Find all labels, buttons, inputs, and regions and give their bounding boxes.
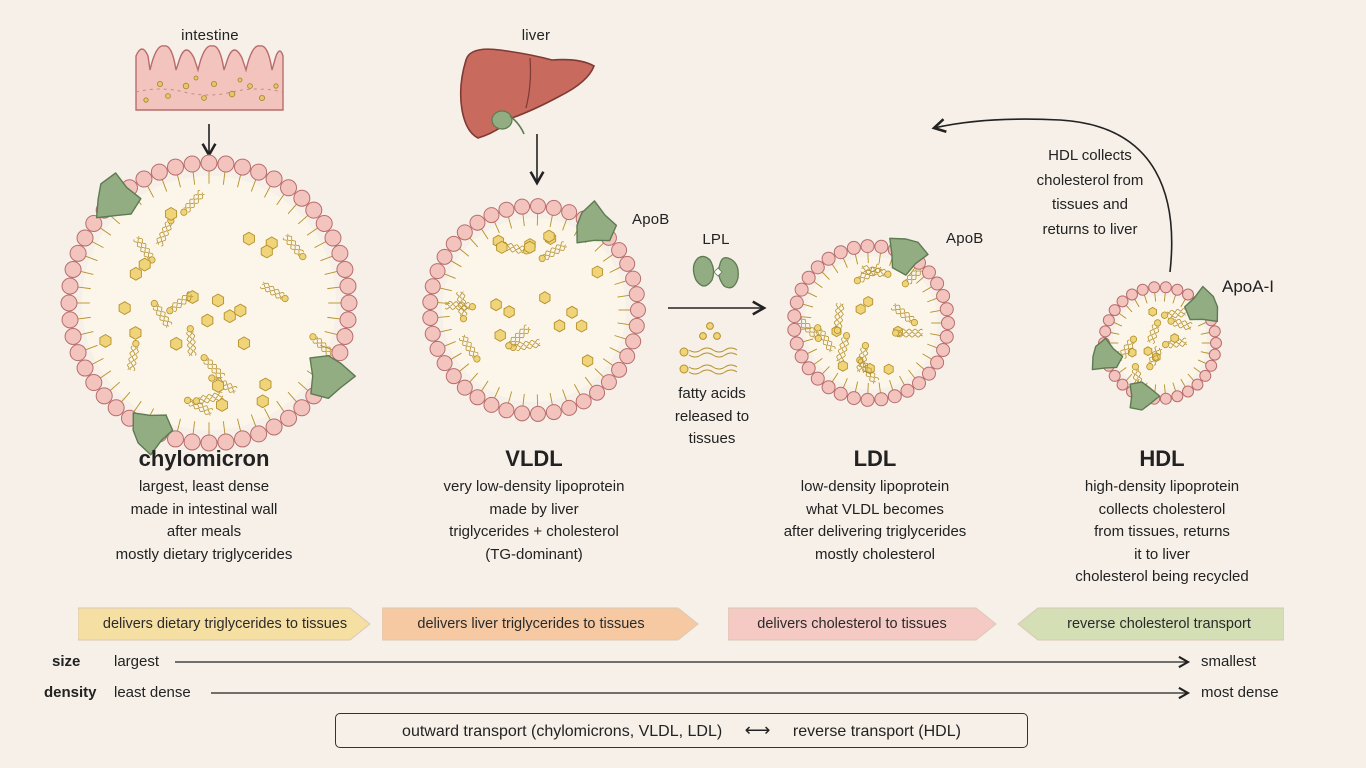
band-cholesterol-delivery: delivers cholesterol to tissues: [728, 606, 998, 642]
transport-legend: outward transport (chylomicrons, VLDL, L…: [335, 713, 1028, 748]
density-start-label: least dense: [114, 684, 191, 701]
fatty-acids-released-text: fatty acids released to tissues: [674, 385, 750, 447]
lpl-enzyme-icon: [692, 255, 739, 289]
fatty-acids-icon: [679, 322, 738, 375]
vldl-apob-label: ApoB: [632, 211, 670, 228]
vldl-description: very low-density lipoprotein made by liv…: [443, 478, 625, 563]
chylomicron-description: largest, least dense made in intestinal …: [115, 478, 293, 563]
vldl-particle: [422, 198, 646, 422]
hdl-title: HDL: [1139, 446, 1185, 471]
intestine-label: intestine: [181, 27, 239, 44]
lpl-label: LPL: [702, 231, 730, 248]
density-end-label: most dense: [1201, 684, 1279, 701]
band-liver-triglycerides: delivers liver triglycerides to tissues: [382, 606, 700, 642]
size-end-label: smallest: [1201, 653, 1257, 670]
ldl-particle: [787, 237, 955, 407]
hdl-description: high-density lipoprotein collects choles…: [1075, 478, 1249, 585]
liver-label: liver: [521, 27, 551, 44]
liver-illustration: [459, 48, 595, 139]
band-reverse-transport: reverse cholesterol transport: [1016, 606, 1284, 642]
ldl-apob-label: ApoB: [946, 230, 984, 247]
hdl-apoa1-label: ApoA-I: [1222, 277, 1274, 296]
chylomicron-particle: [60, 154, 358, 456]
ldl-title: LDL: [853, 446, 897, 471]
hdl-return-to-liver-arrow: [931, 118, 1173, 273]
chylomicron-title: chylomicron: [138, 446, 270, 471]
legend-outward-text: outward transport (chylomicrons, VLDL, L…: [402, 723, 723, 740]
vldl-title: VLDL: [505, 446, 563, 471]
intestine-illustration: [135, 45, 284, 111]
band-dietary-triglycerides: delivers dietary triglycerides to tissue…: [78, 606, 372, 642]
ldl-description: low-density lipoprotein what VLDL become…: [783, 478, 967, 563]
density-label: density: [44, 684, 97, 701]
size-label: size: [52, 653, 81, 670]
hdl-return-text: HDL collects cholesterol from tissues an…: [1036, 147, 1144, 238]
hdl-particle: [1091, 281, 1222, 411]
double-arrow-icon: ⟷: [744, 720, 771, 740]
legend-reverse-text: reverse transport (HDL): [792, 723, 961, 740]
size-start-label: largest: [114, 653, 160, 670]
